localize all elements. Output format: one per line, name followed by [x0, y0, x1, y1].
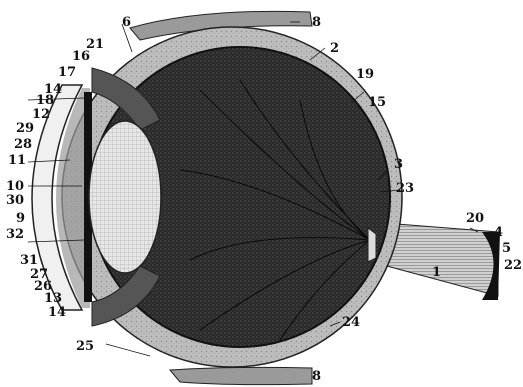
- label-25: 25: [76, 339, 94, 354]
- label-12: 12: [32, 107, 50, 122]
- label-11: 11: [8, 153, 26, 168]
- optic-disc: [368, 228, 376, 262]
- label-29: 29: [16, 121, 34, 136]
- label-2: 2: [330, 41, 339, 56]
- label-22: 22: [504, 258, 522, 273]
- label-24: 24: [342, 315, 360, 330]
- label-32: 32: [6, 227, 24, 242]
- label-3: 3: [394, 157, 403, 172]
- label-6: 6: [122, 15, 131, 30]
- label-18: 18: [36, 93, 54, 108]
- label-14-bottom: 14: [48, 305, 66, 320]
- label-19: 19: [356, 67, 374, 82]
- crystalline-lens: [89, 121, 161, 273]
- label-28: 28: [14, 137, 32, 152]
- label-13: 13: [44, 291, 62, 306]
- label-20: 20: [466, 211, 484, 226]
- label-8-top: 8: [312, 15, 321, 30]
- label-30: 30: [6, 193, 24, 208]
- label-23: 23: [396, 181, 414, 196]
- label-4: 4: [494, 225, 503, 240]
- label-9: 9: [16, 211, 25, 226]
- rectus-muscle-bottom: [170, 367, 312, 384]
- label-10: 10: [6, 179, 24, 194]
- label-5: 5: [502, 241, 511, 256]
- label-31: 31: [20, 253, 38, 268]
- label-8-bottom: 8: [312, 369, 321, 384]
- label-16: 16: [72, 49, 90, 64]
- label-17: 17: [58, 65, 76, 80]
- label-1: 1: [432, 265, 441, 280]
- label-15: 15: [368, 95, 386, 110]
